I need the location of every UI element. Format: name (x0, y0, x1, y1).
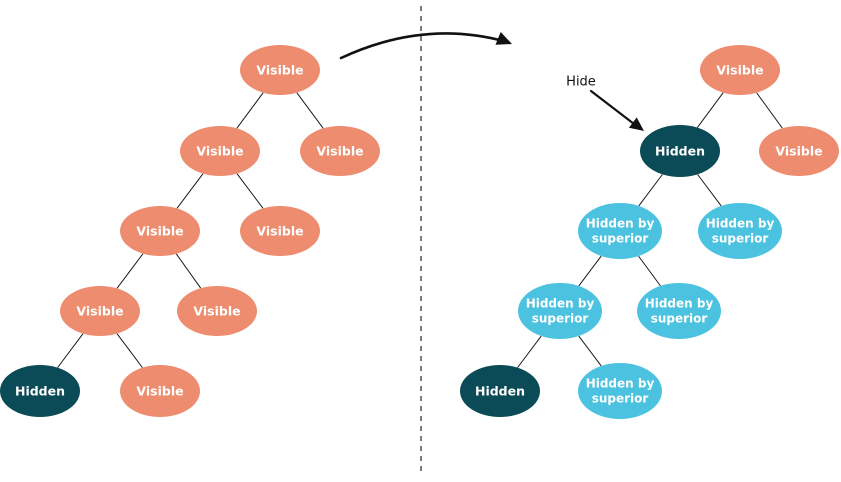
node-ellipse (60, 286, 140, 336)
node-ellipse (120, 206, 200, 256)
transition-arrow-head (495, 31, 512, 45)
tree-node-hidden[interactable]: Hidden (460, 365, 540, 417)
tree-edge (296, 92, 324, 129)
node-ellipse (300, 126, 380, 176)
node-ellipse (180, 126, 260, 176)
tree-node-visible[interactable]: Visible (700, 45, 780, 95)
node-ellipse (698, 203, 782, 259)
tree-edge (638, 255, 661, 287)
tree-node-hidden[interactable]: Hidden (640, 125, 720, 177)
tree-edge (116, 253, 144, 289)
tree-node-visible[interactable]: Visible (177, 286, 257, 336)
node-ellipse (177, 286, 257, 336)
diagram-annotations: Hide (566, 75, 596, 90)
node-ellipse (640, 125, 720, 177)
node-ellipse (240, 45, 320, 95)
tree-edge (638, 174, 663, 207)
tree-node-visible[interactable]: Visible (120, 206, 200, 256)
tree-node-visible[interactable]: Visible (300, 126, 380, 176)
node-ellipse (120, 365, 200, 417)
tree-edge (175, 253, 202, 289)
tree-edge (57, 333, 84, 368)
tree-edge (696, 92, 724, 128)
tree-edge (697, 174, 722, 207)
tree-edge (116, 333, 143, 368)
node-ellipse (460, 365, 540, 417)
tree-node-visible[interactable]: Visible (120, 365, 200, 417)
tree-edge (236, 173, 264, 209)
tree-edge (756, 92, 783, 129)
node-ellipse (578, 203, 662, 259)
node-ellipse (240, 206, 320, 256)
node-ellipse (0, 365, 80, 417)
hide-pointer-arrow-head (628, 117, 644, 131)
tree-node-hidden[interactable]: Hidden (0, 365, 80, 417)
tree-edge (517, 335, 542, 368)
tree-edge (578, 255, 602, 287)
tree-edge (176, 173, 204, 209)
transition-arrow (339, 32, 509, 60)
tree-node-visible[interactable]: Visible (240, 45, 320, 95)
tree-node-visible[interactable]: Visible (759, 126, 839, 176)
tree-edge (236, 92, 264, 129)
after-tree-edges (517, 92, 783, 368)
tree-node-visible[interactable]: Visible (60, 286, 140, 336)
hide-pointer-arrow (589, 89, 640, 129)
node-ellipse (518, 283, 602, 339)
node-ellipse (759, 126, 839, 176)
node-ellipse (700, 45, 780, 95)
hide-action-label: Hide (566, 75, 596, 90)
node-ellipse (578, 363, 662, 419)
tree-node-visible[interactable]: Visible (240, 206, 320, 256)
node-ellipse (637, 283, 721, 339)
before-tree-edges (57, 92, 324, 368)
tree-node-visible[interactable]: Visible (180, 126, 260, 176)
tree-edge (578, 335, 602, 367)
